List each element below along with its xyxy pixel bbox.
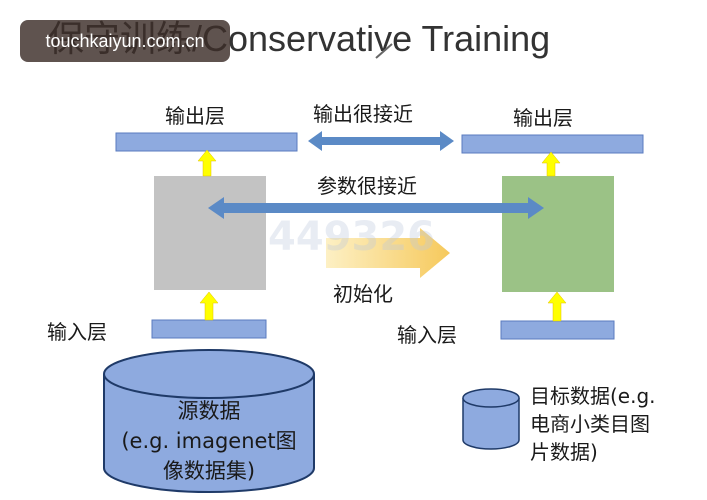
target-data-line1: 目标数据(e.g. bbox=[530, 384, 656, 408]
source-data-text: 源数据 (e.g. imagenet图 像数据集) bbox=[104, 396, 314, 486]
left-input-label: 输入层 bbox=[47, 320, 107, 344]
right-input-label: 输入层 bbox=[397, 323, 457, 347]
source-data-line1: 源数据 bbox=[177, 399, 241, 423]
left-lower-yellow-arrow bbox=[199, 291, 219, 321]
target-data-text: 目标数据(e.g. 电商小类目图 片数据) bbox=[530, 382, 656, 466]
source-database-cylinder bbox=[103, 349, 315, 493]
init-arrow bbox=[326, 228, 450, 278]
left-output-label: 输出层 bbox=[165, 104, 225, 128]
source-data-line3: 像数据集) bbox=[162, 459, 256, 483]
right-upper-yellow-arrow bbox=[541, 151, 561, 177]
right-lower-yellow-arrow bbox=[547, 291, 567, 322]
source-data-line2: (e.g. imagenet图 bbox=[121, 429, 297, 453]
pen-cursor-icon bbox=[375, 43, 393, 59]
target-data-line2: 电商小类目图 bbox=[530, 412, 650, 436]
right-output-label: 输出层 bbox=[513, 106, 573, 130]
output-double-arrow bbox=[308, 131, 454, 151]
watermark: touchkaiyun.com.cn bbox=[20, 20, 230, 62]
ghost-number: 449326 bbox=[268, 214, 435, 260]
source-model-block bbox=[154, 176, 266, 290]
left-upper-yellow-arrow bbox=[197, 149, 217, 177]
right-input-bar bbox=[500, 320, 615, 340]
target-model-block bbox=[502, 176, 614, 292]
left-input-bar bbox=[151, 319, 267, 339]
right-output-bar bbox=[461, 134, 644, 154]
params-double-arrow bbox=[208, 197, 544, 219]
target-data-line3: 片数据) bbox=[530, 440, 598, 464]
target-database-cylinder bbox=[462, 388, 520, 450]
output-close-label: 输出很接近 bbox=[313, 102, 413, 126]
init-label: 初始化 bbox=[333, 282, 393, 306]
left-output-bar bbox=[115, 132, 298, 152]
params-close-label: 参数很接近 bbox=[317, 174, 417, 198]
